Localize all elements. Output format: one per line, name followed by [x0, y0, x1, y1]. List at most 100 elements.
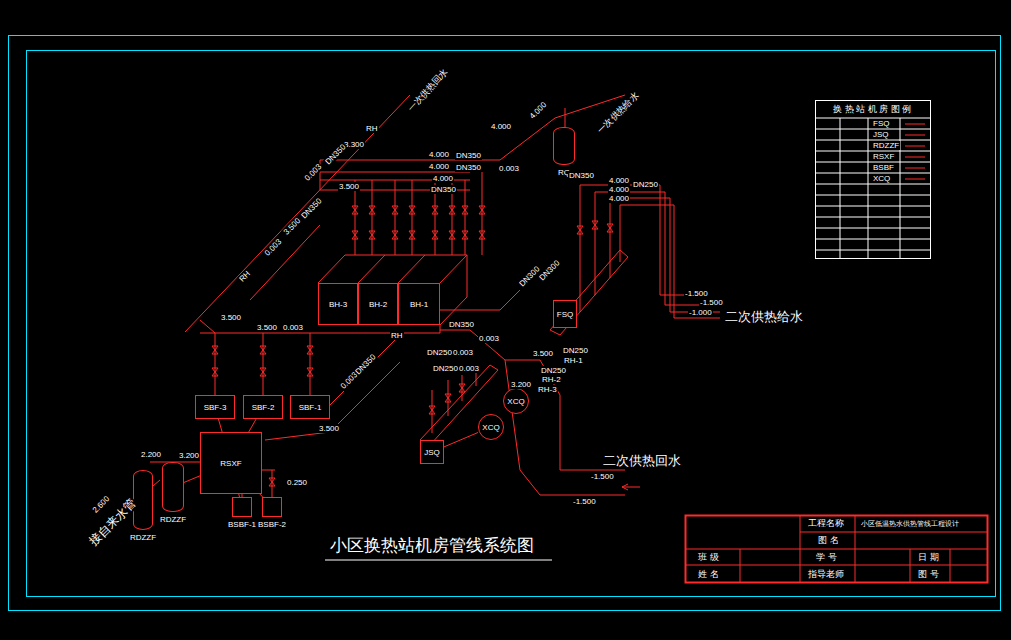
equipment-box: SBF-2	[243, 395, 283, 419]
legend-sample	[905, 146, 925, 147]
node-label: XCQ	[482, 423, 499, 432]
dimension-label: DN250	[562, 346, 589, 355]
dimension-label: DN350	[448, 320, 475, 329]
dimension-label: 3.500	[220, 313, 242, 322]
dimension-label: RH	[390, 331, 404, 340]
equipment-box: BH-2	[358, 283, 398, 325]
node-label: BH-1	[410, 300, 428, 309]
dimension-label: 一次供热给水	[595, 90, 642, 137]
dimension-label: 指导老师	[807, 569, 845, 579]
dimension-label: RH-1	[563, 356, 584, 365]
dimension-label: 4.000	[527, 100, 549, 122]
legend-text: FSQ	[872, 119, 890, 128]
dimension-label: 4.000	[428, 162, 450, 171]
node-label: FSQ	[557, 310, 573, 319]
node-label: BSBF-2	[258, 520, 286, 529]
dimension-label: 班 级	[697, 552, 720, 562]
legend-text: RDZZF	[872, 141, 900, 150]
air-separator-circle: XCQ	[478, 414, 504, 440]
dimension-label: 一次供热回水	[406, 66, 451, 114]
diagram-title: 小区换热站机房管线系统图	[330, 536, 534, 556]
dimension-label: 学 号	[815, 552, 838, 562]
node-label: RSXF	[220, 459, 241, 468]
node-label: RDZZF	[160, 515, 186, 524]
equipment-box: BSBF-1	[232, 497, 252, 517]
dimension-label: DN350	[323, 142, 348, 167]
node-label: XCQ	[507, 397, 524, 406]
tank-shape: RQ	[553, 127, 575, 165]
dimension-label: 日 期	[917, 552, 940, 562]
dimension-label: 4.000	[490, 122, 512, 131]
dimension-label: DN350	[353, 352, 378, 377]
dimension-label: RH-2	[541, 375, 562, 384]
dimension-label: 4.000	[608, 185, 630, 194]
dimension-label: 3.200	[510, 380, 532, 389]
dimension-label: 4.000	[432, 174, 454, 183]
dimension-label: DN350	[568, 171, 595, 180]
pipe-connector	[184, 476, 200, 483]
dimension-label: 3.500	[318, 424, 340, 433]
tank-shape: RDZZF	[162, 462, 184, 512]
node-label: SBF-3	[204, 403, 227, 412]
legend-sample	[905, 124, 925, 125]
dimension-label: 0.003	[478, 334, 500, 343]
equipment-box: BSBF-2	[262, 497, 282, 517]
dimension-label: 小区低温热水供热管线工程设计	[860, 520, 960, 528]
air-separator-circle: XCQ	[503, 388, 529, 414]
dimension-label: DN350	[430, 185, 457, 194]
dimension-label: 换 热 站 机 房 图 例	[832, 104, 912, 114]
inner-frame	[27, 51, 996, 597]
equipment-box: RSXF	[200, 432, 262, 494]
dimension-label: 3.500	[338, 182, 360, 191]
tank-shape: RDZZF	[133, 470, 153, 530]
dimension-label: 图 名	[817, 535, 840, 545]
equipment-box: FSQ	[553, 300, 577, 328]
dimension-label: DN350	[455, 151, 482, 160]
node-label: JSQ	[424, 448, 440, 457]
node-label: RDZZF	[130, 533, 156, 542]
dimension-label: DN250	[540, 366, 567, 375]
node-label: BH-3	[329, 300, 347, 309]
dimension-label: 4.000	[608, 194, 630, 203]
dimension-label: 0.003	[452, 348, 474, 357]
dimension-label: 姓 名	[697, 569, 720, 579]
dimension-label: DN250	[632, 180, 659, 189]
legend-sample	[905, 135, 925, 136]
dimension-label: 3.500	[256, 323, 278, 332]
dimension-label: 工程名称	[807, 518, 845, 528]
legend-text: XCQ	[872, 174, 891, 183]
dimension-label: 2.200	[140, 450, 162, 459]
pipe-connector	[444, 433, 478, 447]
dimension-label: RH	[237, 269, 253, 285]
legend-text: BSBF	[872, 163, 895, 172]
dimension-label: 0.003	[282, 323, 304, 332]
dimension-label: DN250	[432, 364, 459, 373]
equipment-box: JSQ	[420, 440, 444, 464]
node-label: SBF-1	[299, 403, 322, 412]
dimension-label: RH-3	[537, 385, 558, 394]
legend-sample	[905, 179, 925, 180]
pipe-connector	[218, 419, 222, 432]
dimension-label: 0.003	[262, 237, 284, 259]
node-label: SBF-2	[252, 403, 275, 412]
title-underline	[325, 560, 552, 561]
dimension-label: 4.000	[428, 150, 450, 159]
equipment-box: BH-1	[398, 283, 440, 325]
dimension-label: 3.500	[281, 216, 303, 238]
dimension-label: 4.000	[608, 176, 630, 185]
legend-sample	[905, 157, 925, 158]
node-label: BH-2	[369, 300, 387, 309]
dimension-label: DN350	[455, 163, 482, 172]
dimension-label: DN250	[426, 348, 453, 357]
title-block	[685, 515, 988, 583]
outer-frame	[9, 36, 1001, 611]
pipe-connector	[249, 419, 256, 432]
dimension-label: -1.500	[590, 472, 615, 481]
equipment-box: BH-3	[318, 283, 358, 325]
dimension-label: 3.500	[532, 349, 554, 358]
legend-sample	[905, 168, 925, 169]
legend-text: RSXF	[872, 152, 895, 161]
dimension-label: 0.003	[498, 164, 520, 173]
legend-table	[815, 101, 931, 259]
